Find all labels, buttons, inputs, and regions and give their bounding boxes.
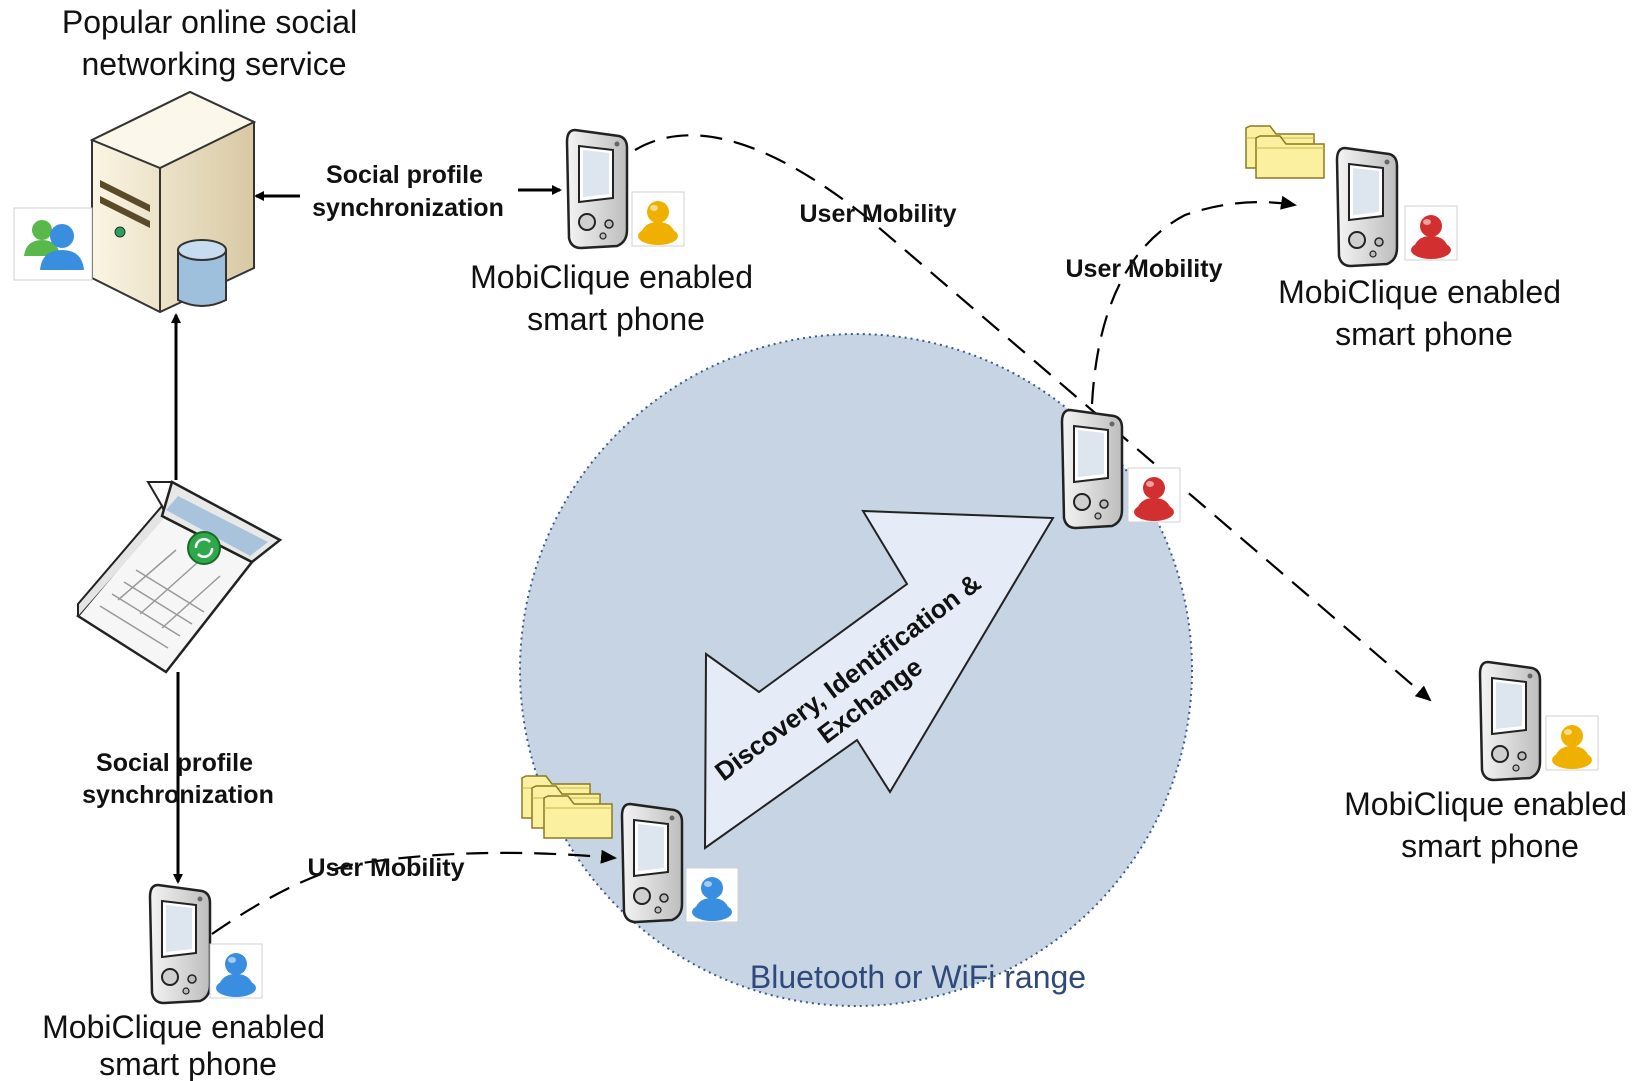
smartphone-icon (1060, 408, 1124, 530)
phone-topright-caption: MobiClique enabled smart phone (1278, 274, 1570, 352)
smartphone-icon (620, 802, 684, 924)
users-icon (13, 207, 93, 281)
mobility-path-top (634, 134, 1432, 702)
phone-right (1478, 660, 1599, 782)
smartphone-icon (1335, 146, 1399, 268)
mobility-path-bottom (211, 849, 617, 935)
laptop-icon (76, 480, 283, 674)
phone-top (565, 128, 685, 250)
sync-label-top: Social profile synchronization (312, 161, 504, 222)
mobility-label-bottom: User Mobility (308, 854, 465, 882)
user-icon (1404, 205, 1458, 261)
sync-label-left: Social profile synchronization (82, 749, 274, 809)
server-title: Popular online social networking service (62, 4, 366, 82)
database-icon (177, 239, 227, 307)
phone-bottom-caption: MobiClique enabled smart phone (42, 1009, 334, 1081)
user-icon (1545, 715, 1599, 771)
mobility-label-top: User Mobility (800, 200, 957, 228)
user-icon (631, 191, 685, 247)
user-icon (1127, 467, 1181, 523)
phone-right-caption: MobiClique enabled smart phone (1344, 786, 1636, 864)
smartphone-icon (148, 883, 212, 1005)
smartphone-icon (565, 128, 629, 250)
phone-topright (1245, 125, 1458, 268)
range-label: Bluetooth or WiFi range (750, 959, 1086, 995)
mobility-path-right (1090, 195, 1297, 405)
user-icon (685, 867, 739, 923)
server-icon (89, 90, 257, 314)
sync-icon (187, 531, 221, 565)
mobility-label-right: User Mobility (1066, 255, 1223, 283)
phone-range-upper (1060, 408, 1181, 530)
exchange-arrow (703, 509, 1055, 850)
phone-top-caption: MobiClique enabled smart phone (470, 259, 762, 337)
user-icon (209, 943, 263, 999)
phone-bottom (148, 883, 263, 1005)
smartphone-icon (1478, 660, 1542, 782)
